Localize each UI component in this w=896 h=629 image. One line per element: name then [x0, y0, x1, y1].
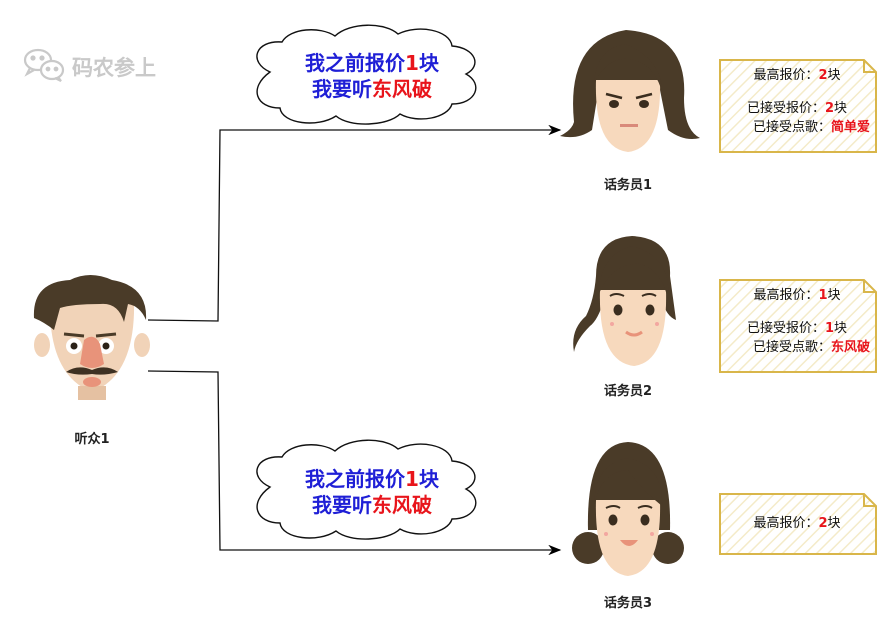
- operator-2-avatar: [573, 236, 676, 366]
- connector-top: [147, 124, 562, 322]
- note-max-quote: 最高报价：2块: [753, 68, 841, 83]
- cloud-line-2: 我要听东风破: [312, 493, 432, 517]
- audience-avatar: [33, 275, 150, 400]
- connector-bottom: [147, 370, 562, 556]
- operator-1-label: 话务员1: [603, 178, 653, 193]
- note-accepted-song: 已接受点歌：简单爱: [752, 120, 870, 135]
- cloud-text-bottom: 我之前报价1块 我要听东风破: [272, 466, 472, 518]
- note-accepted-quote: 已接受报价：1块: [746, 321, 848, 336]
- cloud-text-top: 我之前报价1块 我要听东风破: [272, 50, 472, 102]
- cloud-line-1: 我之前报价1块: [305, 51, 439, 75]
- note-1-text: 最高报价：2块 已接受报价：2块 已接受点歌：简单爱: [724, 66, 870, 137]
- note-accepted-song: 已接受点歌：东风破: [752, 340, 870, 355]
- wechat-icon: [23, 48, 65, 82]
- operator-2-label: 话务员2: [603, 384, 653, 399]
- operator-3-label: 话务员3: [603, 596, 653, 611]
- audience-label: 听众1: [74, 432, 110, 447]
- note-operator-2: [719, 279, 877, 373]
- speech-cloud-bottom: [256, 439, 477, 540]
- note-2-text: 最高报价：1块 已接受报价：1块 已接受点歌：东风破: [724, 286, 870, 357]
- note-3-text: 最高报价：2块: [724, 514, 870, 533]
- note-operator-1: [719, 59, 877, 153]
- note-accepted-quote: 已接受报价：2块: [746, 101, 848, 116]
- cloud-line-1: 我之前报价1块: [305, 467, 439, 491]
- note-max-quote: 最高报价：2块: [753, 516, 841, 531]
- speech-cloud-top: [256, 24, 477, 125]
- operator-1-avatar: [560, 30, 700, 152]
- operator-3-avatar: [572, 442, 684, 576]
- cloud-line-2: 我要听东风破: [312, 77, 432, 101]
- note-max-quote: 最高报价：1块: [753, 288, 841, 303]
- watermark-text: 码农参上: [72, 56, 156, 80]
- note-operator-3: [719, 493, 877, 555]
